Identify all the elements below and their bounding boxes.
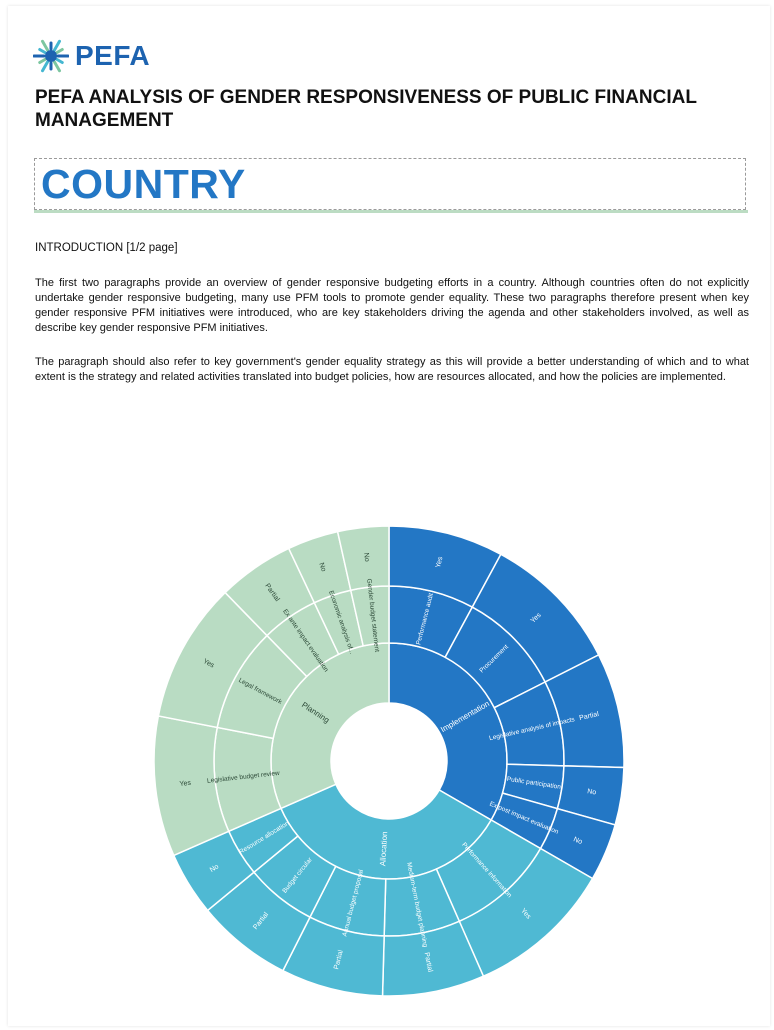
pefa-logo-icon	[33, 39, 69, 73]
logo-spoke	[55, 58, 64, 64]
section-heading: INTRODUCTION [1/2 page]	[35, 242, 178, 254]
logo-spoke	[55, 48, 64, 54]
sunburst-rating-label: No	[362, 552, 370, 562]
sunburst-category-label: Allocation	[378, 831, 389, 866]
sunburst-rating-label: Partial	[333, 949, 345, 970]
sunburst-rating-label: No	[587, 788, 597, 796]
document-title: PEFA ANALYSIS OF GENDER RESPONSIVENESS O…	[35, 87, 697, 131]
document-page: PEFA PEFA ANALYSIS OF GENDER RESPONSIVEN…	[8, 6, 770, 1026]
sunburst-rating-segment	[336, 525, 390, 592]
sunburst-rating-label: No	[209, 863, 220, 874]
intro-paragraph-1: The first two paragraphs provide an over…	[35, 277, 749, 334]
sunburst-rating-label: No	[572, 836, 583, 846]
logo-spoke	[38, 48, 47, 54]
logo-spoke	[41, 60, 49, 73]
sunburst-rating-label: Yes	[179, 780, 192, 788]
sunburst-center-hole	[332, 704, 446, 818]
title-underline	[34, 210, 748, 213]
pefa-logo: PEFA	[33, 36, 150, 76]
country-title: COUNTRY	[41, 161, 246, 207]
sunburst-rating-label: No	[317, 562, 327, 573]
logo-spoke	[53, 39, 61, 52]
sunburst-rating-label: Partial	[423, 952, 434, 973]
logo-spoke	[53, 60, 61, 73]
intro-paragraph-2: The paragraph should also refer to key g…	[35, 356, 749, 383]
sunburst-rating-label: Yes	[435, 555, 445, 568]
logo-spoke	[38, 58, 47, 64]
country-field[interactable]: COUNTRY	[34, 158, 746, 210]
logo-spoke	[41, 39, 49, 52]
sunburst-rating-label: Yes	[202, 658, 216, 670]
logo-text: PEFA	[75, 40, 151, 71]
sunburst-rating-label: Partial	[579, 711, 600, 722]
